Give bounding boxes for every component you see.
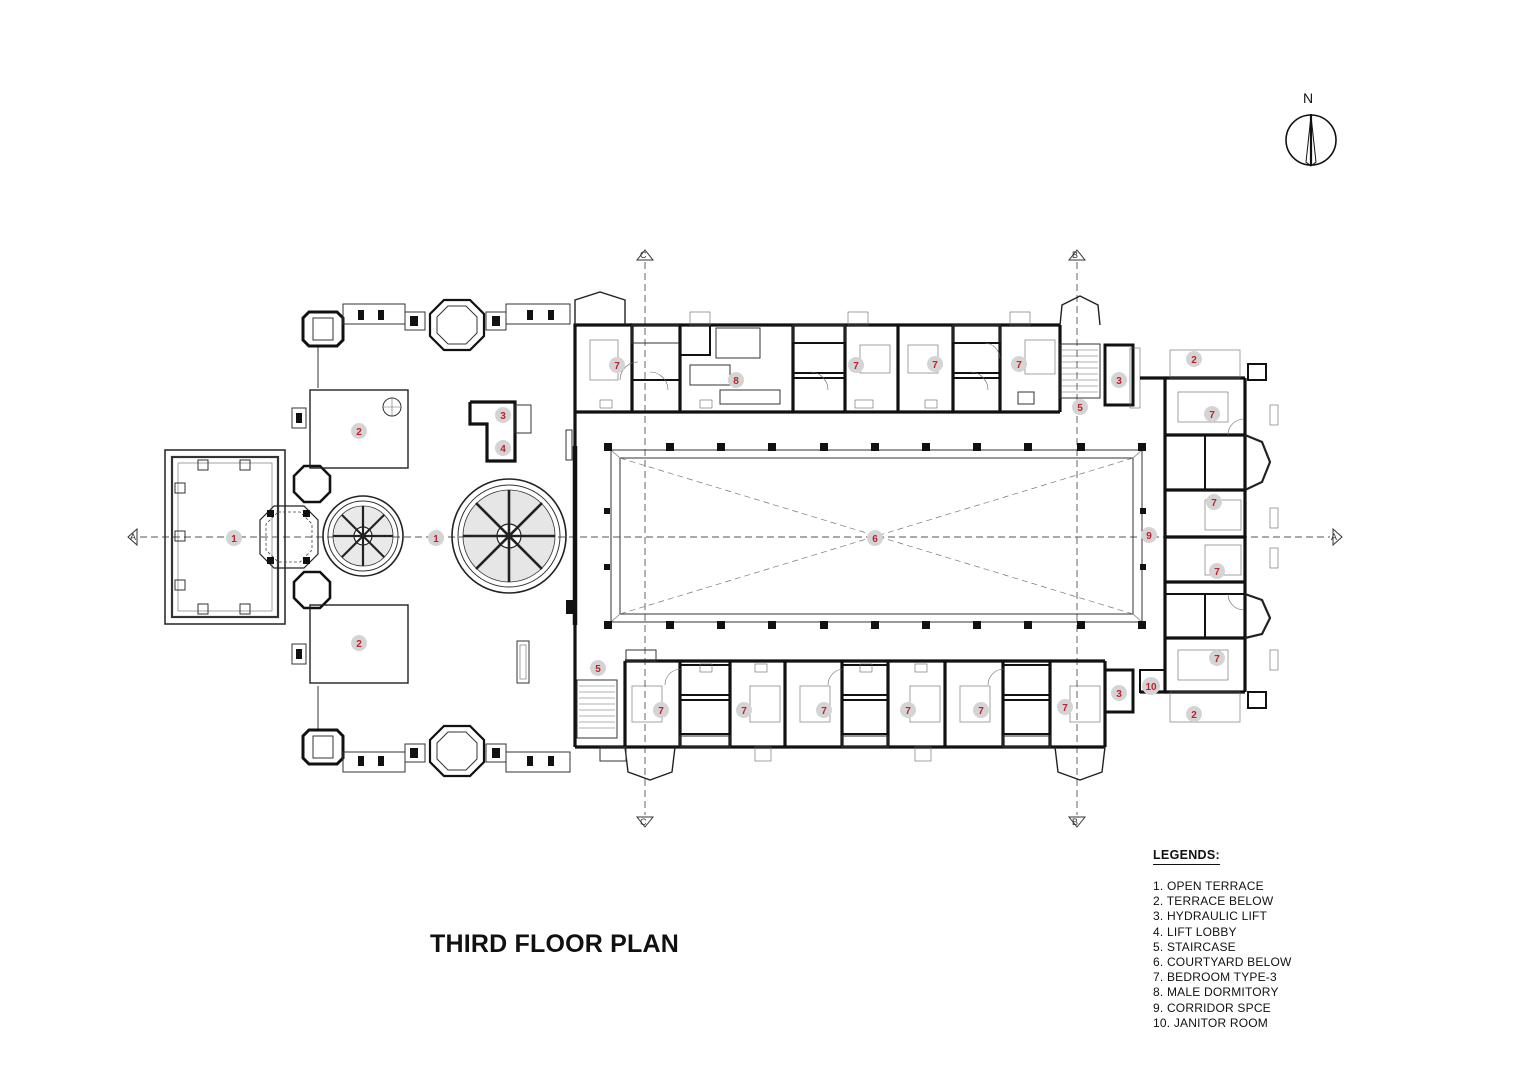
legend-item: 7. BEDROOM TYPE-3 — [1153, 970, 1277, 985]
main-block-walls — [572, 323, 1107, 749]
north-bath-cells — [589, 324, 1056, 413]
svg-text:7: 7 — [614, 361, 620, 372]
legend-item: 1. OPEN TERRACE — [1153, 879, 1264, 893]
tag-janitor-room: 10 — [1142, 677, 1160, 695]
tag-bedroom: 7 — [848, 357, 864, 373]
tag-terrace-below: 2 — [351, 635, 367, 651]
legend-item: 6. COURTYARD BELOW — [1153, 955, 1292, 970]
tag-hydraulic-lift: 3 — [495, 407, 511, 423]
corner-turrets — [574, 291, 1141, 781]
south-bath-cells — [625, 649, 1101, 748]
west-colonnade-bottom — [301, 724, 571, 778]
legend-item: 9. CORRIDOR SPCE — [1153, 1000, 1271, 1015]
tag-bedroom: 7 — [973, 702, 989, 718]
svg-text:7: 7 — [978, 706, 984, 717]
tag-bedroom: 7 — [609, 357, 625, 373]
svg-text:7: 7 — [1211, 498, 1217, 509]
balcony-markers — [599, 311, 1031, 762]
section-a-left: A — [130, 532, 136, 542]
svg-text:9: 9 — [1146, 531, 1152, 542]
svg-text:7: 7 — [1214, 567, 1220, 578]
tag-hydraulic-lift: 3 — [1111, 685, 1127, 701]
legend-item: 3. HYDRAULIC LIFT — [1153, 909, 1268, 924]
dome-small — [322, 495, 404, 577]
room-tags: 1 1 2 2 2 2 3 3 3 4 5 5 6 7 7 7 7 7 7 7 … — [226, 351, 1225, 722]
svg-text:3: 3 — [1116, 689, 1122, 700]
tag-hydraulic-lift: 3 — [1111, 372, 1127, 388]
svg-text:7: 7 — [741, 706, 747, 717]
tag-courtyard-below: 6 — [867, 530, 883, 546]
svg-text:5: 5 — [1077, 403, 1083, 414]
legend-heading: LEGENDS: — [1153, 848, 1220, 865]
svg-text:7: 7 — [853, 361, 859, 372]
svg-text:3: 3 — [500, 411, 506, 422]
section-c-bottom: C — [640, 817, 647, 827]
svg-text:2: 2 — [356, 639, 362, 650]
tag-staircase: 5 — [590, 660, 606, 676]
tag-terrace-below: 2 — [1186, 351, 1202, 367]
svg-text:7: 7 — [1214, 654, 1220, 665]
tag-bedroom: 7 — [816, 702, 832, 718]
legend-item: 4. LIFT LOBBY — [1153, 924, 1237, 939]
tag-bedroom: 7 — [1209, 650, 1225, 666]
tag-bedroom: 7 — [1011, 356, 1027, 372]
east-wing — [1139, 349, 1279, 723]
section-markers: A A C C B B — [127, 249, 1343, 828]
svg-text:10: 10 — [1145, 682, 1157, 693]
tag-bedroom: 7 — [1204, 406, 1220, 422]
svg-text:2: 2 — [1191, 355, 1197, 366]
west-terrace — [291, 345, 573, 730]
section-b-bottom: B — [1072, 817, 1078, 827]
svg-text:3: 3 — [1116, 376, 1122, 387]
section-b-top: B — [1072, 250, 1078, 260]
section-c-top: C — [640, 250, 647, 260]
legend-list: 1. OPEN TERRACE 2. TERRACE BELOW 3. HYDR… — [1153, 879, 1292, 1031]
tag-terrace-below: 2 — [1186, 706, 1202, 722]
tag-bedroom: 7 — [736, 702, 752, 718]
dome-large — [451, 478, 567, 594]
tag-corridor: 9 — [1141, 527, 1157, 543]
tag-bedroom: 7 — [653, 702, 669, 718]
svg-text:7: 7 — [821, 706, 827, 717]
svg-text:8: 8 — [733, 376, 739, 387]
tag-bedroom: 7 — [1209, 563, 1225, 579]
legend: LEGENDS: 1. OPEN TERRACE 2. TERRACE BELO… — [1153, 846, 1292, 1031]
svg-text:7: 7 — [1016, 360, 1022, 371]
svg-text:7: 7 — [905, 706, 911, 717]
north-label: N — [1303, 90, 1314, 106]
svg-text:4: 4 — [500, 444, 506, 455]
tag-open-terrace: 1 — [428, 530, 444, 546]
svg-text:7: 7 — [1062, 703, 1068, 714]
legend-item: 2. TERRACE BELOW — [1153, 894, 1274, 909]
svg-text:6: 6 — [872, 534, 878, 545]
west-pavilion — [164, 449, 332, 625]
svg-text:7: 7 — [932, 360, 938, 371]
tag-bedroom: 7 — [900, 702, 916, 718]
section-a-right: A — [1331, 532, 1337, 542]
tag-bedroom: 7 — [1057, 699, 1073, 715]
staircases — [576, 343, 1135, 739]
drawing-title: THIRD FLOOR PLAN — [430, 930, 680, 958]
svg-text:7: 7 — [1209, 410, 1215, 421]
tag-staircase: 5 — [1072, 399, 1088, 415]
svg-text:2: 2 — [356, 427, 362, 438]
svg-text:5: 5 — [595, 664, 601, 675]
west-colonnade-top — [301, 298, 571, 352]
tag-terrace-below: 2 — [351, 423, 367, 439]
legend-item: 10. JANITOR ROOM — [1153, 1015, 1268, 1030]
svg-text:2: 2 — [1191, 710, 1197, 721]
legend-item: 8. MALE DORMITORY — [1153, 985, 1279, 1000]
tag-male-dormitory: 8 — [728, 372, 744, 388]
tag-bedroom: 7 — [927, 356, 943, 372]
north-arrow — [1285, 114, 1337, 167]
legend-item: 5. STAIRCASE — [1153, 939, 1236, 954]
tag-open-terrace: 1 — [226, 530, 242, 546]
tag-lift-lobby: 4 — [495, 440, 511, 456]
svg-text:1: 1 — [231, 534, 237, 545]
svg-text:7: 7 — [658, 706, 664, 717]
tag-bedroom: 7 — [1206, 494, 1222, 510]
svg-text:1: 1 — [433, 534, 439, 545]
